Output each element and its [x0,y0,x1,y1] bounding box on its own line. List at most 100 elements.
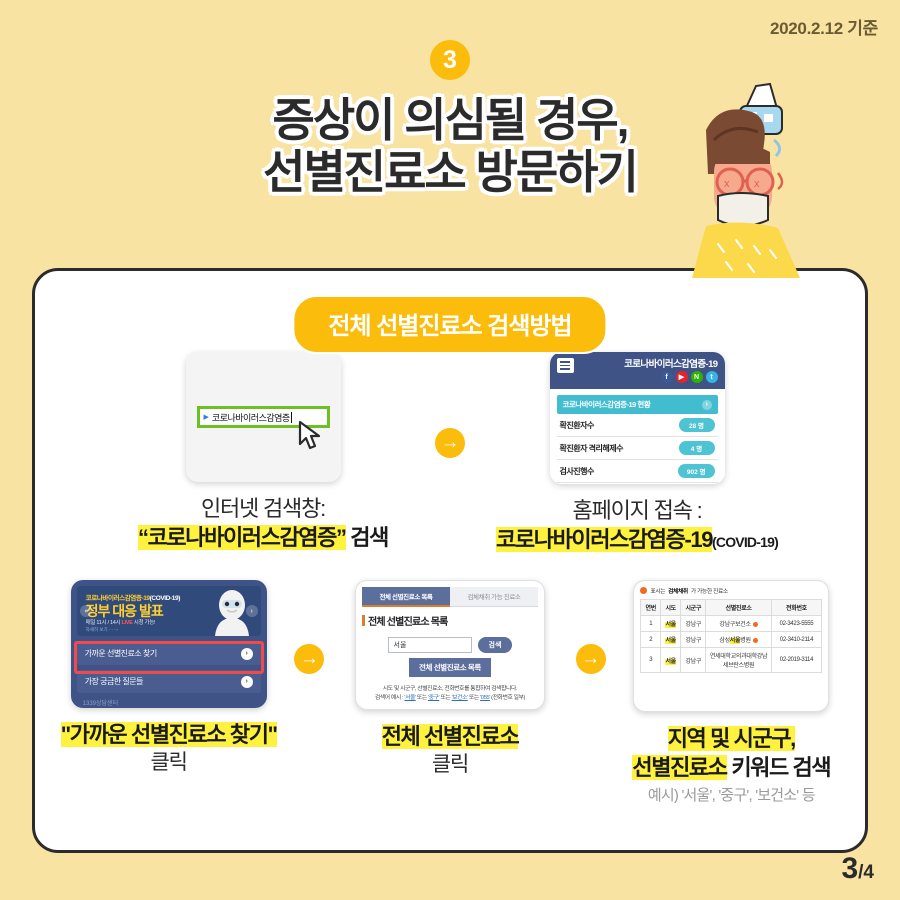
triangle-icon: ▶ [203,414,209,421]
caption-top: 인터넷 검색창: [200,496,326,521]
tab-full-list[interactable]: 전체 선별진료소 목록 [361,587,450,607]
stat-label: 확진환자수 [559,420,595,430]
cell-clinic: 연세대학교의과대학강남세브란스병원 [705,647,772,673]
mobile-site-title: 코로나바이러스감염증-19 [624,359,718,370]
legend-post: 가 가능한 진료소 [690,589,728,595]
youtube-icon[interactable]: ▶ [675,371,688,383]
naver-icon[interactable]: N [690,371,703,383]
caption-example-note: 예시) '서울', '중구', '보건소' 등 [647,787,816,805]
cell-sigungu: 강남구 [680,647,707,673]
caption-main-line2: 선별진료소 키워드 검색 [632,753,832,782]
help-or: 또는 [439,694,452,701]
status-bar[interactable]: 코로나바이러스감염증-19 현황 › [556,395,718,414]
step-visit-homepage: 코로나바이러스감염증-19 f ▶ N t 코로나바이러스감염증-19 현황 ›… [487,352,787,554]
table-row: 3 서울 강남구 연세대학교의과대학강남세브란스병원 02-2019-3114 [640,647,823,673]
caption-suffix: 키워드 검색 [726,755,831,781]
stat-row: 확진환자수 28 명 [556,414,718,437]
caption-suffix: 검색 [345,525,389,551]
kcdc-page-screenshot: 코로나바이러스감염증-19(COVID-19) 정부 대응 발표 매일 11시 … [70,580,267,708]
caption-find-nearby-clinic: "가까운 선별진료소 찾기" 클릭 [60,720,278,777]
col-clinic: 선별진료소 [705,599,772,616]
cell-sido: 서울 [665,622,676,628]
help-prefix: 검색어 예시 : [374,694,405,701]
step-number-badge: 3 [427,37,473,83]
section-title-pill: 전체 선별진료소 검색방법 [292,295,608,354]
mascot-illustration: x x [692,82,800,278]
banner-more-link[interactable]: 자세히 보기 ·····› [85,627,118,632]
facebook-icon[interactable]: f [660,371,673,383]
cell-sido: 서울 [665,638,676,644]
banner-sub-post: 시청 가능! [132,620,156,626]
step-find-nearby-clinic: 코로나바이러스감염증-19(COVID-19) 정부 대응 발표 매일 11시 … [55,580,282,777]
page-current: 3 [841,852,859,885]
col-sido: 시도 [660,599,682,616]
cell-no: 2 [640,631,662,648]
stat-value: 28 명 [678,418,715,432]
collection-marker-icon [752,637,758,643]
mobile-site-screenshot: 코로나바이러스감염증-19 f ▶ N t 코로나바이러스감염증-19 현황 ›… [549,352,725,484]
carousel-next-icon[interactable]: › [245,605,258,617]
orange-dot-icon [640,587,648,594]
svg-text:x: x [754,178,760,190]
banner-big-title: 정부 대응 발표 [85,603,164,619]
help-link[interactable]: '중구' [427,694,440,701]
tabs: 전체 선별진료소 목록 검체채취 가능 진료소 [361,587,538,607]
search-button[interactable]: 검색 [477,637,513,653]
menu-item-faq[interactable]: 가장 궁금한 질문들 › [76,670,261,693]
caption-main-line1: 지역 및 시군구, [632,724,830,753]
caption-keyword-search: 지역 및 시군구, 선별진료소 키워드 검색 예시) '서울', '중구', '… [632,724,832,806]
menu-item-find-clinic[interactable]: 가까운 선별진료소 찾기 › [76,642,261,665]
page-number: 3/4 [841,852,874,886]
caption-sub: 클릭 [150,751,188,775]
cell-sido: 서울 [665,658,676,665]
mobile-body: 코로나바이러스감염증-19 현황 › 확진환자수 28 명 확진환자 격리해제수… [549,389,725,484]
caption-sub: 클릭 [431,753,469,777]
search-area: 서울 검색 [362,637,538,653]
banner-live-tag: LIVE [121,620,133,626]
carousel-prev-icon[interactable]: ‹ [79,605,92,617]
step-full-clinic-list: 전체 선별진료소 목록 검체채취 가능 진료소 전체 선별진료소 목록 서울 검… [336,580,563,779]
clinic-name-pre: 삼성 [719,638,730,644]
cell-no: 1 [640,615,662,632]
help-link[interactable]: '055' [480,694,490,701]
legend-pre: 표시는 [650,589,666,595]
caption-highlight: 선별진료소 [632,755,728,781]
search-input[interactable]: ▶ 코로나바이러스감염증 [196,406,330,428]
stat-label: 검사진행수 [559,466,595,476]
tab-sample-collection[interactable]: 검체채취 가능 진료소 [449,587,538,607]
page-title: 증상이 의심될 경우, 선별진료소 방문하기 [0,94,900,198]
caption-full-clinic-list: 전체 선별진료소 클릭 [381,722,520,779]
caption-main: "가까운 선별진료소 찾기" [60,720,278,749]
stat-row: 확진환자 격리해제수 4 명 [556,437,718,460]
cell-tel: 02-2019-3114 [770,647,823,673]
cell-no: 3 [640,647,662,673]
col-tel: 전화번호 [770,599,823,616]
stat-value: 4 명 [678,441,715,455]
twitter-icon[interactable]: t [705,371,718,383]
caption-highlight: 전체 선별진료소 [381,724,520,749]
chevron-right-icon: › [701,399,712,410]
heading-text: 전체 선별진료소 목록 [367,617,448,628]
help-link[interactable]: '보건소' [451,694,469,701]
svg-text:x: x [724,178,730,190]
browser-search-screenshot: ▶ 코로나바이러스감염증 [185,352,341,482]
page-total: /4 [858,862,874,883]
arrow-right-icon: → [294,644,325,674]
steps-row-1: ▶ 코로나바이러스감염증 인터넷 검색창: “코로나바이러스감염증” 검색 → … [70,352,830,554]
caption-visit-homepage: 홈페이지 접속 : 코로나바이러스감염증-19(COVID-19) [496,496,779,554]
text-caret [290,411,292,423]
cell-clinic: 강남구보건소 [705,615,772,632]
help-link[interactable]: '서울' [404,694,416,701]
banner-small-kr: 코로나바이러스감염증-19 [85,595,150,602]
hamburger-menu-icon[interactable] [556,358,574,373]
hotline-text: 1339상담센터 [82,701,119,707]
cell-tel: 02-3423-5555 [770,615,823,632]
full-list-button[interactable]: 전체 선별진료소 목록 [409,658,491,677]
cell-sigungu: 강남구 [680,615,707,632]
menu-item-label: 가까운 선별진료소 찾기 [84,649,158,658]
region-search-input[interactable]: 서울 [387,637,472,653]
help-or: 또는 [467,694,481,701]
